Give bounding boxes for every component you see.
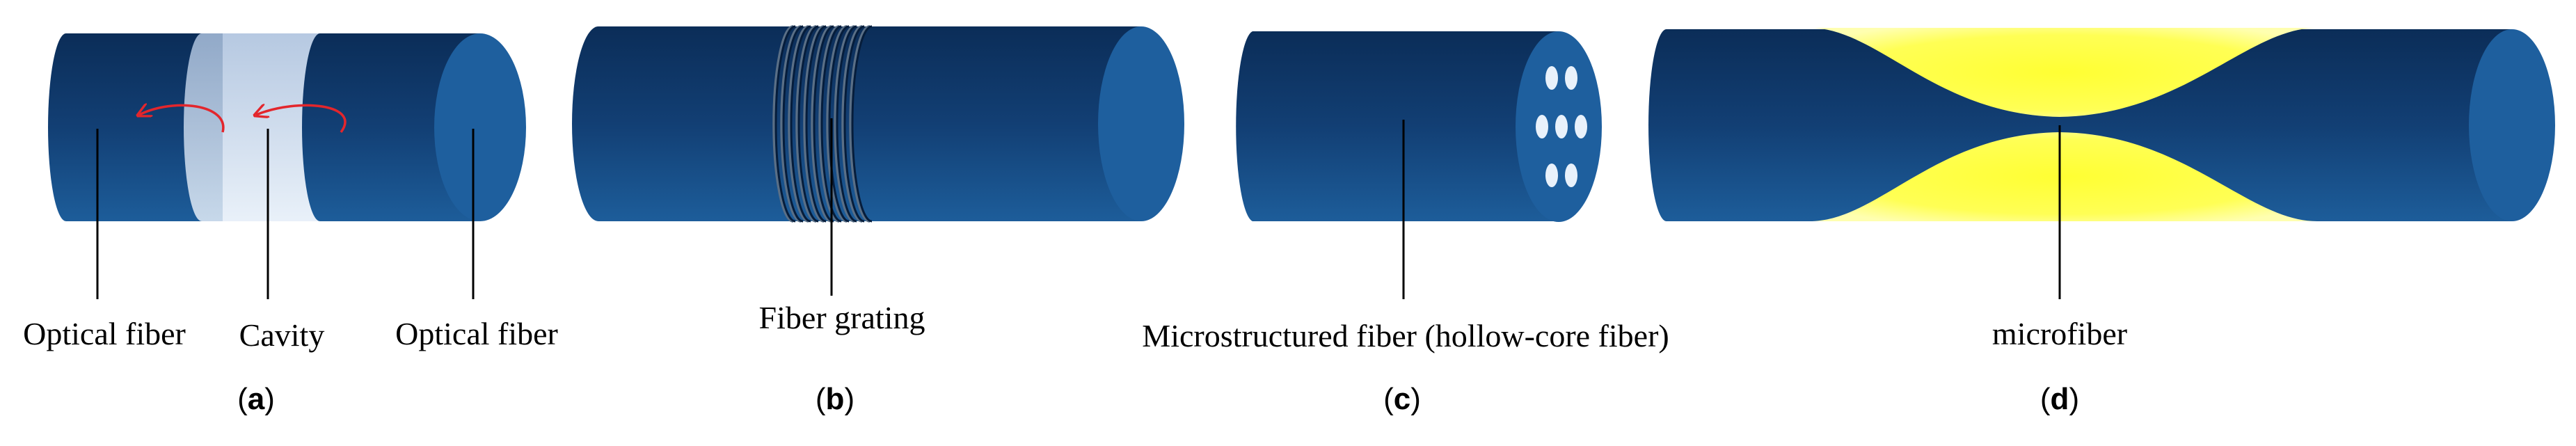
panel-d: microfiber (d) — [1648, 28, 2555, 416]
grating-ring — [841, 25, 863, 223]
panel-d-caption: (d) — [2040, 382, 2079, 416]
air-hole — [1545, 66, 1558, 90]
right-optical-fiber — [302, 33, 480, 221]
air-hole — [1565, 164, 1577, 187]
grating-ring — [849, 25, 870, 223]
grating-ring-shadow — [774, 25, 796, 223]
air-hole — [1536, 115, 1548, 138]
grating-ring — [811, 25, 832, 223]
grating-ring — [818, 25, 840, 223]
grating-lines — [772, 25, 873, 223]
left-optical-fiber-label: Optical fiber — [23, 316, 186, 351]
panel-c: Microstructured fiber (hollow-core fiber… — [1142, 31, 1669, 416]
grating-ring-shadow — [782, 25, 804, 223]
grating-ring-shadow — [843, 25, 865, 223]
grating-ring — [803, 25, 825, 223]
grating-ring — [772, 25, 794, 223]
fiber-grating-label: Fiber grating — [759, 300, 925, 335]
air-holes — [1536, 66, 1587, 187]
taper-glow-lower — [1809, 132, 2317, 221]
grating-ring — [795, 25, 817, 223]
grating-ring — [834, 25, 855, 223]
grating-ring-shadow — [813, 25, 834, 223]
air-hole — [1575, 115, 1587, 138]
grating-ring-shadow — [851, 25, 873, 223]
grating-ring-shadow — [797, 25, 819, 223]
cavity-label: Cavity — [239, 317, 325, 353]
air-hole — [1545, 164, 1558, 187]
panel-b: Fiber grating (b) — [572, 25, 1184, 416]
panel-a: Optical fiber Cavity Optical fiber (a) — [23, 33, 558, 416]
reflection-arrow-left — [139, 105, 225, 133]
left-optical-fiber — [48, 33, 223, 221]
microfiber-end-face — [2469, 29, 2555, 221]
grating-ring-shadow — [790, 25, 811, 223]
microstructured-fiber-label: Microstructured fiber (hollow-core fiber… — [1142, 318, 1669, 353]
hollow-core-fiber-body — [1236, 31, 1559, 221]
right-optical-fiber-label: Optical fiber — [395, 316, 558, 351]
microfiber-body — [1648, 29, 2512, 221]
grating-fiber-body — [572, 26, 1141, 221]
panel-a-caption: (a) — [237, 382, 275, 416]
right-fiber-end-face — [434, 33, 526, 221]
panel-c-caption: (c) — [1383, 382, 1421, 416]
grating-fiber-end-face — [1098, 26, 1184, 221]
grating-ring — [780, 25, 802, 223]
grating-ring-shadow — [836, 25, 857, 223]
panel-b-caption: (b) — [816, 382, 854, 416]
air-hole — [1565, 66, 1577, 90]
taper-glow-upper — [1809, 28, 2317, 117]
reflection-arrow-right — [256, 105, 347, 134]
grating-ring — [826, 25, 848, 223]
air-hole — [1555, 115, 1568, 138]
grating-ring-shadow — [828, 25, 850, 223]
microfiber-label: microfiber — [1992, 316, 2127, 351]
grating-ring — [788, 25, 809, 223]
grating-ring-shadow — [805, 25, 827, 223]
